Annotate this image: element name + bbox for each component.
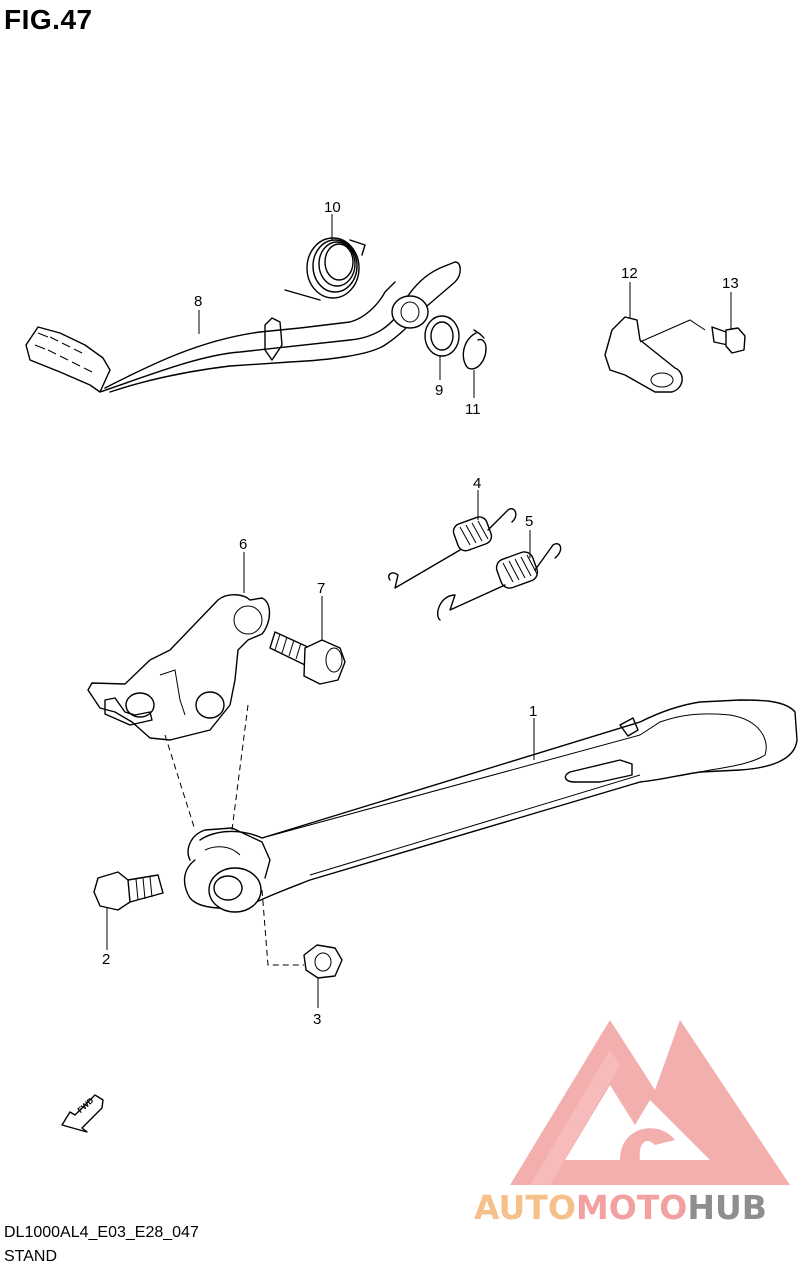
callout-7: 7 <box>317 580 325 597</box>
bolt-part-2 <box>93 871 164 911</box>
side-stand-part-1 <box>183 699 798 913</box>
callout-2: 2 <box>102 951 110 968</box>
callout-11: 11 <box>465 401 481 418</box>
circlip-part-11 <box>462 329 487 370</box>
callout-numbers: 1 2 3 4 5 6 7 8 9 10 11 12 13 <box>102 199 739 1028</box>
spring-part-5 <box>437 543 562 621</box>
callout-5: 5 <box>525 513 533 530</box>
callout-8: 8 <box>194 293 202 310</box>
bracket-part-6 <box>87 594 271 741</box>
spring-part-4 <box>388 508 517 589</box>
bolt-part-7 <box>269 631 346 685</box>
watermark-hub: HUB <box>687 1188 767 1227</box>
callout-12: 12 <box>621 265 638 282</box>
callout-13: 13 <box>722 275 739 292</box>
callout-1: 1 <box>529 703 537 720</box>
watermark-moto: MOTO <box>575 1188 688 1227</box>
callout-10: 10 <box>324 199 341 216</box>
spring-part-10 <box>284 237 366 301</box>
leader-dashed-6-right <box>231 704 249 831</box>
watermark-auto: AUTO <box>474 1188 576 1227</box>
bolt-part-13 <box>711 326 746 354</box>
callout-9: 9 <box>435 382 443 399</box>
callout-6: 6 <box>239 536 247 553</box>
leader-dashed-3 <box>261 889 304 966</box>
figure-subtitle: STAND <box>4 1248 58 1265</box>
watermark-text: AUTOMOTOHUB <box>474 1188 767 1227</box>
callout-leaders <box>106 214 732 1008</box>
watermark-logo <box>510 1020 790 1185</box>
callout-4: 4 <box>473 475 481 492</box>
washer-part-9 <box>424 315 460 357</box>
nut-part-3 <box>303 944 343 979</box>
brake-pedal-part-8 <box>25 261 461 393</box>
callout-3: 3 <box>313 1011 321 1028</box>
figure-code: DL1000AL4_E03_E28_047 <box>4 1224 199 1241</box>
bracket-part-12 <box>604 316 706 393</box>
figure-title: FIG.47 <box>4 4 93 35</box>
leader-dashed-6-left <box>164 734 196 831</box>
fwd-arrow-icon: FWD <box>61 1094 104 1133</box>
